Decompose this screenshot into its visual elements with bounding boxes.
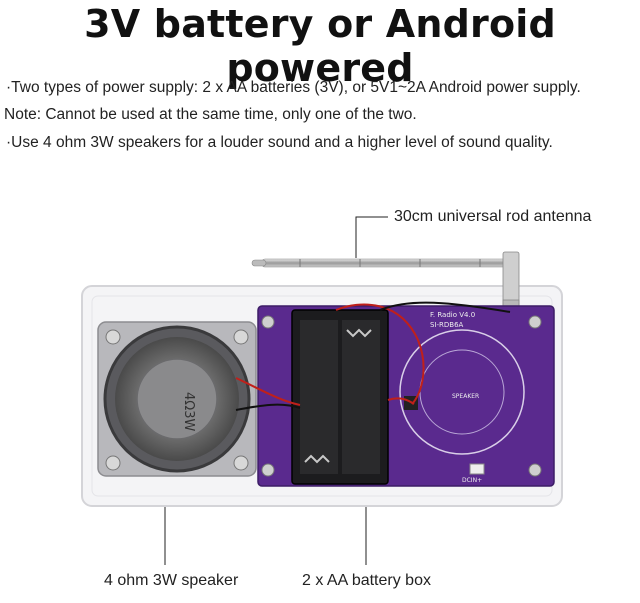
usage-note: Note: Cannot be used at the same time, o…: [4, 106, 417, 123]
battery-box: [291, 309, 389, 485]
board-title: F. Radio V4.0: [430, 311, 475, 319]
page-title: 3V battery or Android powered: [84, 2, 556, 90]
speaker-note: ·Use 4 ohm 3W speakers for a louder soun…: [6, 134, 553, 151]
wires: [235, 301, 511, 411]
power-supply-note: ·Two types of power supply: 2 x AA batte…: [6, 79, 581, 96]
speaker-mark: 4Ω3W: [181, 392, 196, 431]
speaker-callout: 4 ohm 3W speaker: [104, 572, 239, 589]
dcin-silkscreen: DCIN+: [462, 477, 482, 484]
antenna-callout: 30cm universal rod antenna: [394, 208, 592, 225]
speaker: 4Ω3W: [97, 321, 257, 477]
battery-box-callout: 2 x AA battery box: [302, 572, 431, 589]
speaker-silkscreen: SPEAKER: [452, 393, 479, 400]
board-model: SI-RDB6A: [430, 321, 464, 329]
